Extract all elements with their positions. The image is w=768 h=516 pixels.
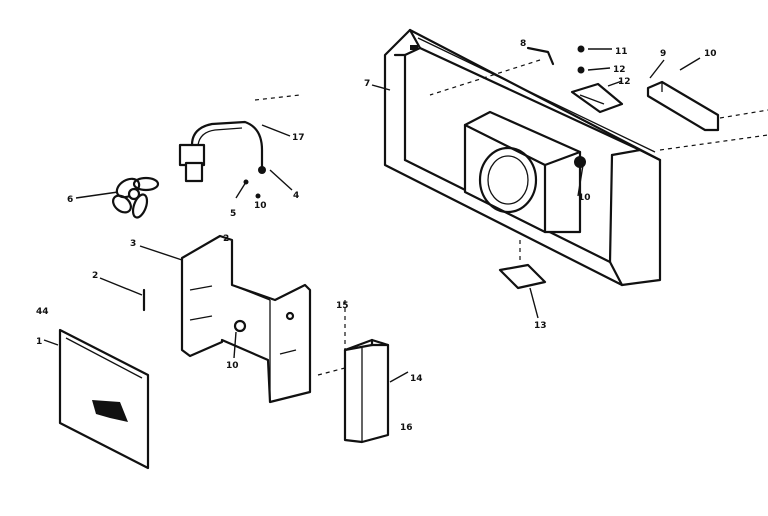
callout-11: 11	[615, 47, 628, 57]
callout-14: 14	[410, 374, 423, 384]
callout-10c: 10	[254, 201, 267, 211]
duct-assembly	[343, 338, 390, 444]
assembly-lines	[254, 59, 768, 376]
callout-10d: 10	[226, 361, 239, 371]
leader-lines	[43, 48, 701, 383]
callout-44: 44	[36, 307, 49, 317]
callout-15: 15	[336, 301, 349, 311]
callout-10a: 10	[704, 49, 717, 59]
callout-12a: 12	[613, 65, 626, 75]
fan-blade	[112, 176, 160, 219]
callout-8: 8	[520, 39, 526, 49]
small-hardware-top	[498, 45, 720, 290]
housing-assembly	[383, 28, 662, 287]
callout-1: 1	[36, 337, 42, 347]
callout-16: 16	[400, 423, 413, 433]
callout-3: 3	[130, 239, 136, 249]
callout-5: 5	[230, 209, 236, 219]
callout-12b: 12	[618, 77, 631, 87]
callout-2b: 2	[223, 234, 229, 244]
partition-bracket	[180, 234, 312, 404]
motor-assembly	[178, 120, 266, 199]
callout-7: 7	[364, 79, 370, 89]
front-panel	[58, 328, 150, 470]
callout-17: 17	[292, 133, 305, 143]
callout-10b: 10	[578, 193, 591, 203]
callout-9: 9	[660, 49, 666, 59]
callout-2a: 2	[92, 271, 98, 281]
callout-13: 13	[534, 321, 547, 331]
callout-labels: 7 8 11 12 12 9 10 10 13 17 4 10 5 6 3 2 …	[36, 39, 717, 433]
callout-4: 4	[293, 191, 299, 201]
callout-6: 6	[67, 195, 73, 205]
